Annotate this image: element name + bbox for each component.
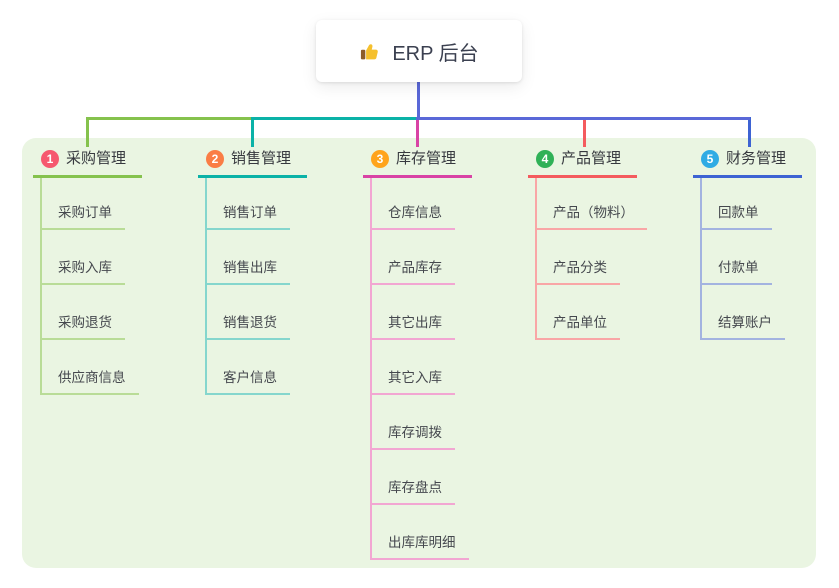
child-node-label: 其它出库 <box>370 311 455 340</box>
branch-5: 5 财务管理回款单付款单结算账户 <box>693 146 803 340</box>
child-node[interactable]: 结算账户 <box>700 285 802 340</box>
child-node[interactable]: 库存调拨 <box>370 395 472 450</box>
branch-label: 采购管理 <box>66 150 127 167</box>
connector-branch-drop <box>86 117 89 147</box>
child-node-label: 回款单 <box>700 201 772 230</box>
child-node-label: 销售出库 <box>205 256 290 285</box>
child-node[interactable]: 产品（物料） <box>535 178 647 230</box>
child-node[interactable]: 产品库存 <box>370 230 472 285</box>
child-node-label: 采购入库 <box>40 256 125 285</box>
child-node-label: 付款单 <box>700 256 772 285</box>
child-node[interactable]: 销售订单 <box>205 178 307 230</box>
child-node[interactable]: 产品分类 <box>535 230 647 285</box>
branch-number-badge: 5 <box>701 149 719 168</box>
branch-3: 3 库存管理仓库信息产品库存其它出库其它入库库存调拨库存盘点出库库明细 <box>363 146 473 560</box>
child-node[interactable]: 仓库信息 <box>370 178 472 230</box>
child-node[interactable]: 库存盘点 <box>370 450 472 505</box>
branch-number-badge: 1 <box>41 149 59 168</box>
branch-label: 销售管理 <box>231 150 292 167</box>
child-node[interactable]: 采购退货 <box>40 285 142 340</box>
connector-branch-drop <box>251 117 254 147</box>
connector-root-drop <box>417 82 420 120</box>
child-node[interactable]: 销售出库 <box>205 230 307 285</box>
child-node-label: 产品（物料） <box>535 201 647 230</box>
children-connector: 销售订单销售出库销售退货客户信息 <box>205 178 307 395</box>
connector-branch-drop <box>416 117 419 147</box>
child-node-label: 其它入库 <box>370 366 455 395</box>
branch-node[interactable]: 3 库存管理 <box>363 146 473 178</box>
child-node-label: 客户信息 <box>205 366 290 395</box>
child-node-label: 仓库信息 <box>370 201 455 230</box>
branch-4: 4 产品管理产品（物料） 产品分类产品单位 <box>528 146 647 340</box>
child-node-label: 采购订单 <box>40 201 125 230</box>
child-node[interactable]: 产品单位 <box>535 285 647 340</box>
child-node-label: 产品分类 <box>535 256 620 285</box>
branches-panel <box>22 138 816 568</box>
root-node-label: ERP 后台 <box>392 42 479 65</box>
child-node[interactable]: 出库库明细 <box>370 505 472 560</box>
branch-node[interactable]: 2 销售管理 <box>198 146 308 178</box>
child-node[interactable]: 付款单 <box>700 230 802 285</box>
branch-node[interactable]: 5 财务管理 <box>693 146 803 178</box>
root-node[interactable]: ERP 后台 <box>316 20 522 82</box>
child-node[interactable]: 其它出库 <box>370 285 472 340</box>
child-node[interactable]: 供应商信息 <box>40 340 142 395</box>
child-node[interactable]: 采购订单 <box>40 178 142 230</box>
thumbs-up-icon <box>359 40 382 63</box>
connector-bus-segment <box>416 117 750 120</box>
children-connector: 产品（物料） 产品分类产品单位 <box>535 178 647 340</box>
child-node[interactable]: 采购入库 <box>40 230 142 285</box>
branch-number-badge: 4 <box>536 149 554 168</box>
branch-label: 库存管理 <box>396 150 457 167</box>
branch-label: 产品管理 <box>561 150 622 167</box>
child-node-label: 出库库明细 <box>370 531 469 560</box>
connector-bus-segment <box>86 117 252 120</box>
connector-bus-segment <box>251 117 417 120</box>
child-node-label: 库存调拨 <box>370 421 455 450</box>
children-connector: 回款单付款单结算账户 <box>700 178 802 340</box>
branch-number-badge: 2 <box>206 149 224 168</box>
child-node-label: 供应商信息 <box>40 366 139 395</box>
child-node[interactable]: 客户信息 <box>205 340 307 395</box>
child-node-label: 结算账户 <box>700 311 785 340</box>
branch-1: 1 采购管理采购订单采购入库采购退货供应商信息 <box>33 146 143 395</box>
child-node-label: 产品库存 <box>370 256 455 285</box>
child-node[interactable]: 其它入库 <box>370 340 472 395</box>
branch-number-badge: 3 <box>371 149 389 168</box>
child-node-label: 库存盘点 <box>370 476 455 505</box>
connector-branch-drop <box>583 117 586 147</box>
child-node-label: 销售订单 <box>205 201 290 230</box>
branch-node[interactable]: 1 采购管理 <box>33 146 143 178</box>
connector-branch-drop <box>748 117 751 147</box>
branch-label: 财务管理 <box>726 150 787 167</box>
children-connector: 采购订单采购入库采购退货供应商信息 <box>40 178 142 395</box>
child-node[interactable]: 销售退货 <box>205 285 307 340</box>
children-connector: 仓库信息产品库存其它出库其它入库库存调拨库存盘点出库库明细 <box>370 178 472 560</box>
child-node[interactable]: 回款单 <box>700 178 802 230</box>
branch-node[interactable]: 4 产品管理 <box>528 146 638 178</box>
child-node-label: 产品单位 <box>535 311 620 340</box>
child-node-label: 销售退货 <box>205 311 290 340</box>
branch-2: 2 销售管理销售订单销售出库销售退货客户信息 <box>198 146 308 395</box>
child-node-label: 采购退货 <box>40 311 125 340</box>
